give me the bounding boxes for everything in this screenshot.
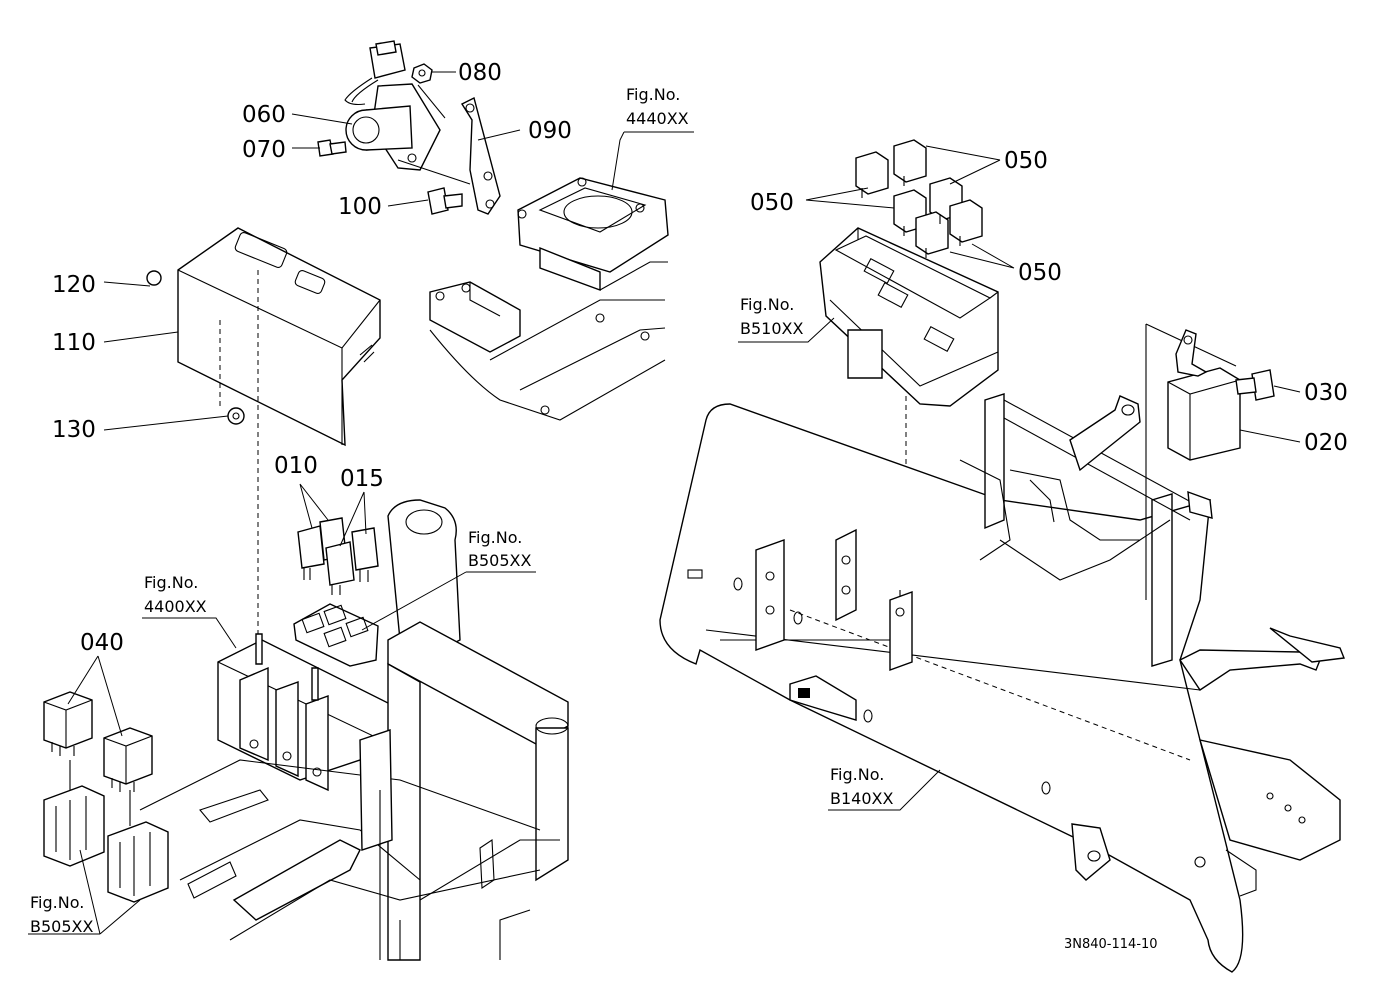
fig-ref-4400-prefix: Fig.No.	[144, 573, 198, 592]
callout-050-left: 050	[750, 190, 794, 216]
fig-ref-4440-code: 4440XX	[626, 109, 689, 128]
relay-group-010-015	[293, 517, 379, 667]
fig-ref-b140-prefix: Fig.No.	[830, 765, 884, 784]
flange-assembly	[429, 177, 669, 421]
callout-labels: 080 060 070 090 100 120 110 130 010 015 …	[52, 60, 1348, 656]
callout-130: 130	[52, 417, 96, 443]
fig-ref-b510-code: B510XX	[740, 319, 803, 338]
drawing-code: 3N840-114-10	[1064, 937, 1158, 952]
callout-015: 015	[340, 466, 384, 492]
callout-080: 080	[458, 60, 502, 86]
cover-110	[146, 227, 381, 447]
callout-100: 100	[338, 194, 382, 220]
relay-group-040	[43, 691, 169, 903]
fig-ref-b505-lower-prefix: Fig.No.	[30, 893, 84, 912]
callout-050-upper: 050	[1004, 148, 1048, 174]
mount-plate	[217, 270, 391, 792]
callout-060: 060	[242, 102, 286, 128]
callout-010: 010	[274, 453, 318, 479]
figure-references: Fig.No. 4440XX Fig.No. B510XX Fig.No. B5…	[30, 85, 893, 936]
leader-lines	[28, 71, 1301, 935]
callout-090: 090	[528, 118, 572, 144]
fig-ref-4400-code: 4400XX	[144, 597, 207, 616]
callout-120: 120	[52, 272, 96, 298]
mounting-panel	[659, 323, 1345, 973]
fig-ref-b140-code: B140XX	[830, 789, 893, 808]
solenoid-assembly	[317, 40, 501, 215]
fig-ref-b505-upper-code: B505XX	[468, 551, 531, 570]
control-unit-020	[1167, 329, 1275, 461]
fig-ref-4440-prefix: Fig.No.	[626, 85, 680, 104]
callout-040: 040	[80, 630, 124, 656]
frame-structure	[139, 499, 569, 961]
fig-ref-b505-upper-prefix: Fig.No.	[468, 528, 522, 547]
fig-ref-b510-prefix: Fig.No.	[740, 295, 794, 314]
callout-030: 030	[1304, 380, 1348, 406]
callout-050-lower: 050	[1018, 260, 1062, 286]
callout-020: 020	[1304, 430, 1348, 456]
callout-070: 070	[242, 137, 286, 163]
callout-110: 110	[52, 330, 96, 356]
relay-group-050	[855, 139, 983, 258]
fig-ref-b505-lower-code: B505XX	[30, 917, 93, 936]
